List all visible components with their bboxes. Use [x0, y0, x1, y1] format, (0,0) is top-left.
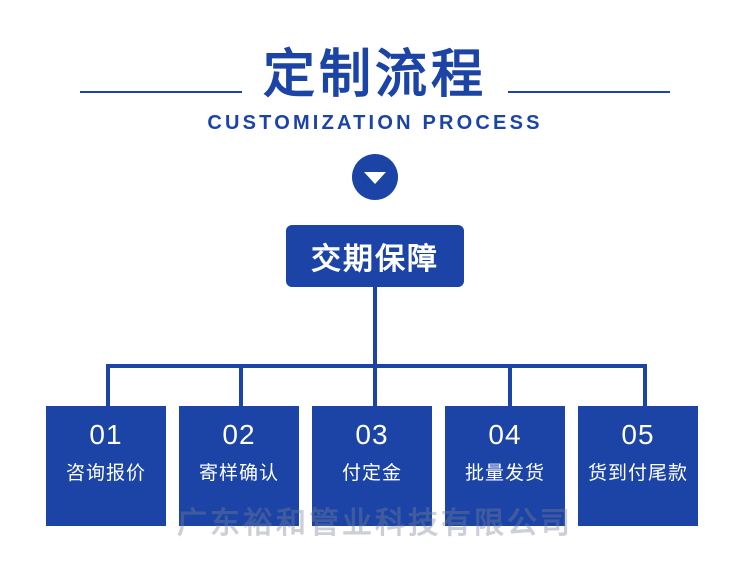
step-number: 04: [488, 419, 522, 450]
step-label: 付定金: [341, 462, 402, 484]
connector-stem: [373, 287, 377, 366]
flow-root-node: 交期保障: [286, 225, 464, 287]
step-number: 02: [222, 419, 256, 450]
step-label: 货到付尾款: [587, 462, 688, 484]
header: 定制流程 CUSTOMIZATION PROCESS: [0, 44, 750, 136]
flow-step-4: 04 批量发货: [445, 406, 565, 526]
connector-leg-5: [643, 364, 647, 406]
step-number: 01: [89, 419, 123, 450]
triangle-down-glyph: [364, 171, 386, 184]
flow-step-5: 05 货到付尾款: [578, 406, 698, 526]
title-rule-right: [508, 91, 670, 93]
step-label: 寄样确认: [198, 462, 279, 484]
page-title-cn: 定制流程: [262, 45, 487, 105]
flow-step-3: 03 付定金: [312, 406, 432, 526]
flow-step-1: 01 咨询报价: [46, 406, 166, 526]
connector-leg-1: [106, 364, 110, 406]
step-label: 咨询报价: [65, 462, 146, 484]
connector-leg-4: [508, 364, 512, 406]
triangle-down-icon: [352, 154, 398, 200]
connector-leg-2: [239, 364, 243, 406]
flow-step-2: 02 寄样确认: [179, 406, 299, 526]
connector-leg-3: [373, 364, 377, 406]
step-number: 05: [621, 419, 655, 450]
page-title-en: CUSTOMIZATION PROCESS: [207, 112, 543, 134]
title-rule-left: [80, 91, 242, 93]
flow-steps: 01 咨询报价 02 寄样确认 03 付定金 04 批量发货 05 货到付尾款: [46, 406, 704, 526]
step-number: 03: [355, 419, 389, 450]
step-label: 批量发货: [464, 462, 545, 484]
